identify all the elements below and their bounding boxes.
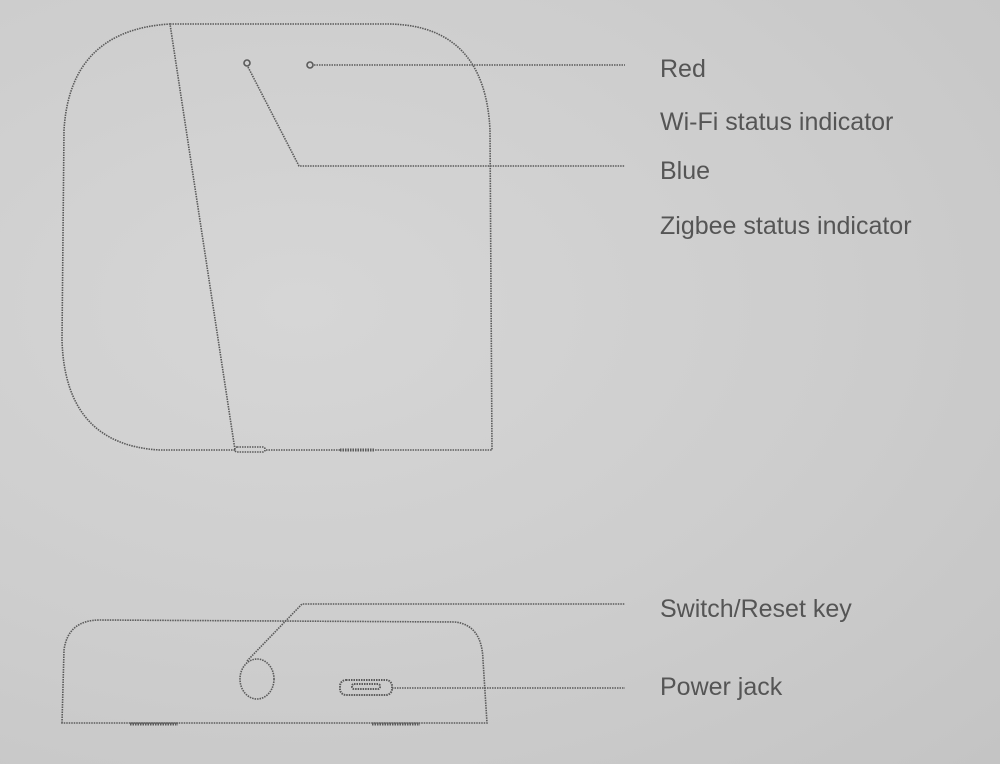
switch-reset-button xyxy=(239,658,275,700)
label-switch-reset: Switch/Reset key xyxy=(660,595,852,623)
blue-led-indicator xyxy=(243,59,251,67)
label-zigbee-status: Zigbee status indicator xyxy=(660,212,912,240)
switch-leader-line xyxy=(246,603,625,662)
label-red: Red xyxy=(660,55,706,83)
label-blue: Blue xyxy=(660,157,711,185)
label-wifi-status: Wi-Fi status indicator xyxy=(660,108,894,136)
power-jack-inner xyxy=(351,683,381,690)
device-side-outline xyxy=(61,619,488,724)
device-top-outline xyxy=(61,23,493,451)
bottom-notch-left xyxy=(234,446,266,453)
red-led-indicator xyxy=(306,61,314,69)
label-power-jack: Power jack xyxy=(660,673,783,701)
power-jack-port xyxy=(339,679,393,696)
blue-leader-line xyxy=(247,66,625,167)
